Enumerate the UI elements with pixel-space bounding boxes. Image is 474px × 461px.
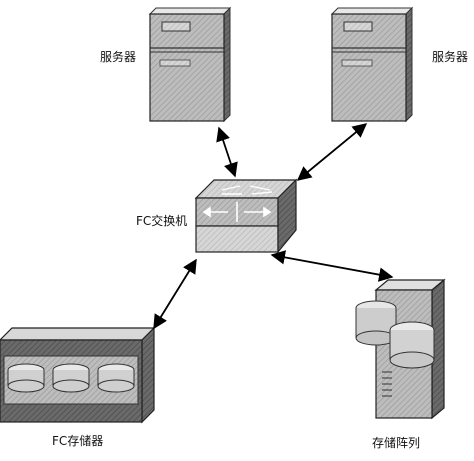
disk-icon bbox=[97, 363, 135, 393]
fc-storage-label: FC存储器 bbox=[52, 434, 104, 448]
storage-array bbox=[355, 278, 446, 420]
storage-array-label: 存储阵列 bbox=[372, 436, 421, 450]
fc-storage bbox=[0, 326, 156, 424]
link-switch-server-left bbox=[216, 126, 238, 178]
fc-switch-label: FC交换机 bbox=[136, 214, 188, 228]
switch-arrows-icon bbox=[221, 185, 273, 195]
server-right-label: 服务器 bbox=[432, 50, 469, 64]
server-right bbox=[330, 6, 414, 123]
disk-icon bbox=[7, 363, 45, 393]
server-left-label: 服务器 bbox=[100, 50, 137, 64]
link-switch-server-right bbox=[296, 123, 368, 181]
server-left bbox=[148, 6, 232, 123]
disk-icon bbox=[52, 363, 90, 393]
connections bbox=[153, 123, 394, 330]
link-switch-fc-storage bbox=[153, 258, 197, 330]
link-switch-storage-array bbox=[270, 250, 394, 282]
disk-stack-icon bbox=[389, 321, 435, 369]
disk-stack-icon bbox=[355, 300, 397, 346]
fc-switch bbox=[194, 178, 298, 254]
